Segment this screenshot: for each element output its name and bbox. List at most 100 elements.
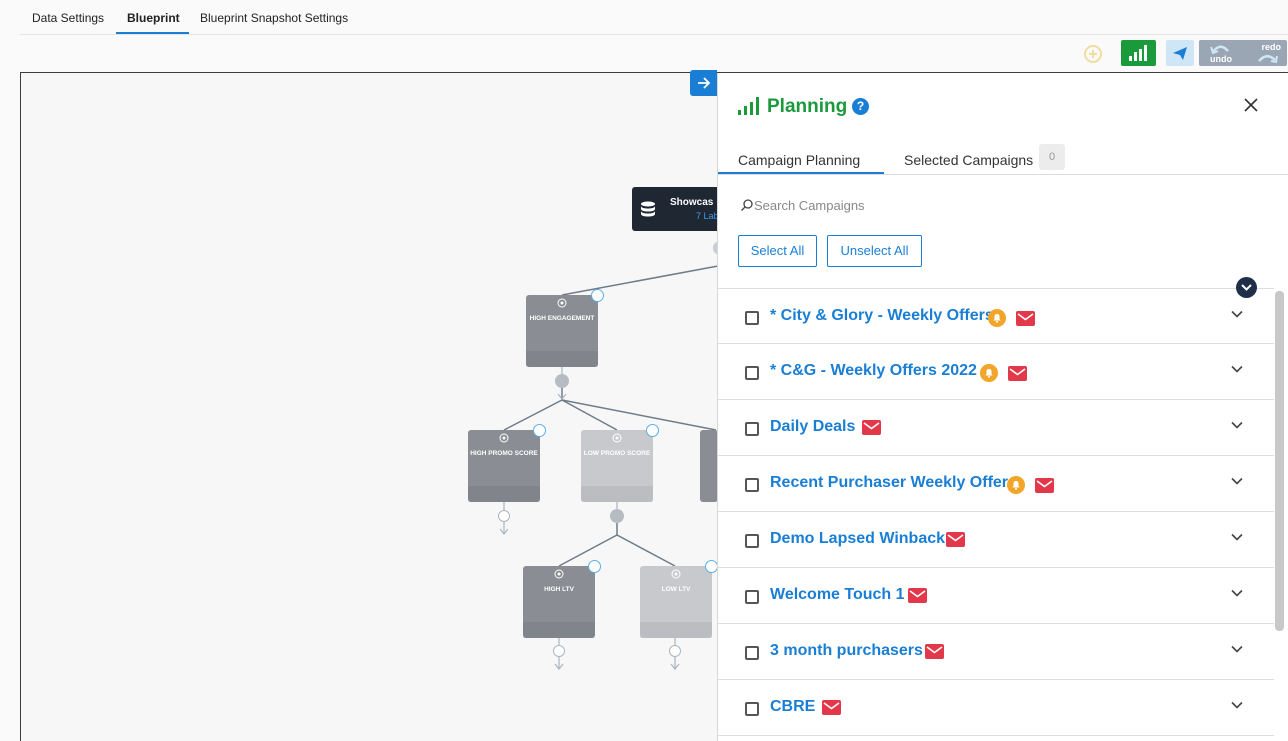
chevron-down-icon[interactable] <box>1230 362 1244 376</box>
node-expand-icon[interactable] <box>588 560 601 573</box>
expand-panel-button[interactable] <box>690 70 717 96</box>
email-icon <box>862 420 881 440</box>
campaign-name[interactable]: Daily Deals <box>770 418 856 435</box>
campaign-checkbox[interactable] <box>745 366 759 380</box>
campaign-row[interactable]: Welcome Touch 1 <box>718 568 1274 624</box>
channel-icons <box>862 420 881 440</box>
redo-label: redo <box>1261 42 1281 52</box>
source-node-sublabel: 7 Lab <box>696 211 719 221</box>
node-footer <box>523 622 595 638</box>
collapse-list-button[interactable] <box>1236 277 1257 298</box>
push-notification-icon <box>980 364 998 387</box>
panel-tabs: Campaign Planning Selected Campaigns 0 <box>718 139 1288 175</box>
chevron-down-icon[interactable] <box>1230 474 1244 488</box>
top-tab-bar: Data Settings Blueprint Blueprint Snapsh… <box>20 0 1288 35</box>
target-icon <box>499 433 509 443</box>
campaign-checkbox[interactable] <box>745 590 759 604</box>
tab-blueprint[interactable]: Blueprint <box>127 11 180 25</box>
segment-node-low-ltv[interactable]: LOW LTV <box>640 566 712 638</box>
campaign-name[interactable]: Demo Lapsed Winback <box>770 530 946 547</box>
chevron-down-icon[interactable] <box>1230 418 1244 432</box>
segment-node-low-promo-score[interactable]: LOW PROMO SCORE <box>581 430 653 502</box>
campaign-checkbox[interactable] <box>745 534 759 548</box>
chevron-down-icon[interactable] <box>1230 642 1244 656</box>
tab-blueprint-snapshot-settings[interactable]: Blueprint Snapshot Settings <box>200 11 349 25</box>
tab-selected-campaigns[interactable]: Selected Campaigns <box>904 152 1034 168</box>
node-title: LOW PROMO SCORE <box>583 450 651 457</box>
source-node[interactable] <box>632 187 722 231</box>
campaign-row[interactable]: CBRE <box>718 680 1274 736</box>
node-title: HIGH ENGAGEMENT <box>529 315 595 322</box>
node-footer <box>640 622 712 638</box>
campaign-name[interactable]: 3 month purchasers <box>770 642 923 659</box>
target-icon <box>612 433 622 443</box>
campaign-name[interactable]: CBRE <box>770 698 816 715</box>
help-icon[interactable]: ? <box>852 98 869 115</box>
search-campaigns-input[interactable] <box>754 194 1154 216</box>
planning-panel: Planning ? Campaign Planning Selected Ca… <box>717 73 1288 741</box>
chevron-down-icon[interactable] <box>1230 307 1244 321</box>
collapse-node-circle[interactable] <box>610 509 624 523</box>
campaign-checkbox[interactable] <box>745 478 759 492</box>
collapse-node-circle[interactable] <box>555 374 569 388</box>
chevron-down-icon[interactable] <box>1230 698 1244 712</box>
selected-count-badge: 0 <box>1039 144 1065 170</box>
channel-icons <box>988 309 1035 332</box>
target-icon <box>554 569 564 579</box>
campaign-name[interactable]: Welcome Touch 1 <box>770 586 905 603</box>
undo-redo-button[interactable]: undo redo <box>1199 40 1287 66</box>
campaign-row[interactable]: Daily Deals <box>718 400 1274 456</box>
email-icon <box>1035 477 1054 498</box>
chevron-down-icon[interactable] <box>1230 586 1244 600</box>
node-footer <box>468 486 540 502</box>
node-footer <box>526 351 598 367</box>
add-button[interactable] <box>1078 40 1108 66</box>
email-icon <box>908 588 927 608</box>
campaign-name[interactable]: * C&G - Weekly Offers 2022 <box>770 362 977 379</box>
segment-node-high-engagement[interactable]: HIGH ENGAGEMENT <box>526 295 598 367</box>
channel-icons <box>925 644 944 664</box>
campaign-row[interactable]: 3 month purchasers <box>718 624 1274 680</box>
email-icon <box>1016 310 1035 331</box>
target-icon <box>671 569 681 579</box>
node-expand-icon[interactable] <box>646 424 659 437</box>
add-node-plus-icon[interactable] <box>669 645 681 657</box>
campaign-checkbox[interactable] <box>745 311 759 325</box>
node-title: LOW LTV <box>661 586 691 593</box>
campaign-checkbox[interactable] <box>745 422 759 436</box>
chevron-down-icon[interactable] <box>1230 530 1244 544</box>
campaign-checkbox[interactable] <box>745 702 759 716</box>
node-expand-icon[interactable] <box>533 424 546 437</box>
close-icon[interactable] <box>1241 95 1261 115</box>
email-icon <box>925 644 944 664</box>
campaign-row[interactable]: Demo Lapsed Winback <box>718 512 1274 568</box>
campaign-name[interactable]: * City & Glory - Weekly Offers <box>770 307 994 324</box>
segment-node-high-promo-score[interactable]: HIGH PROMO SCORE <box>468 430 540 502</box>
campaign-name[interactable]: Recent Purchaser Weekly Offer <box>770 474 1009 491</box>
add-node-plus-icon[interactable] <box>498 510 510 522</box>
email-icon <box>822 700 841 720</box>
select-all-button[interactable]: Select All <box>738 235 817 267</box>
planning-button[interactable] <box>1121 40 1156 66</box>
tab-data-settings[interactable]: Data Settings <box>32 11 105 25</box>
campaign-row[interactable]: Recent Purchaser Weekly Offer <box>718 456 1274 512</box>
active-tab-indicator <box>116 32 189 34</box>
channel-icons <box>822 700 841 720</box>
campaign-row[interactable]: * City & Glory - Weekly Offers <box>718 288 1274 344</box>
node-expand-icon[interactable] <box>591 289 604 302</box>
scrollbar[interactable] <box>1275 291 1284 631</box>
segment-node-high-ltv[interactable]: HIGH LTV <box>523 566 595 638</box>
send-button[interactable] <box>1166 40 1194 66</box>
campaign-checkbox[interactable] <box>745 646 759 660</box>
channel-icons <box>908 588 927 608</box>
tab-campaign-planning[interactable]: Campaign Planning <box>738 152 861 168</box>
bar-chart-icon <box>1129 45 1147 61</box>
add-node-plus-icon[interactable] <box>553 645 565 657</box>
segment-node-partial[interactable] <box>700 430 718 502</box>
unselect-all-button[interactable]: Unselect All <box>827 235 922 267</box>
channel-icons <box>946 532 965 552</box>
campaign-row[interactable]: * C&G - Weekly Offers 2022 <box>718 344 1274 400</box>
target-icon <box>557 298 567 308</box>
channel-icons <box>1007 476 1054 499</box>
